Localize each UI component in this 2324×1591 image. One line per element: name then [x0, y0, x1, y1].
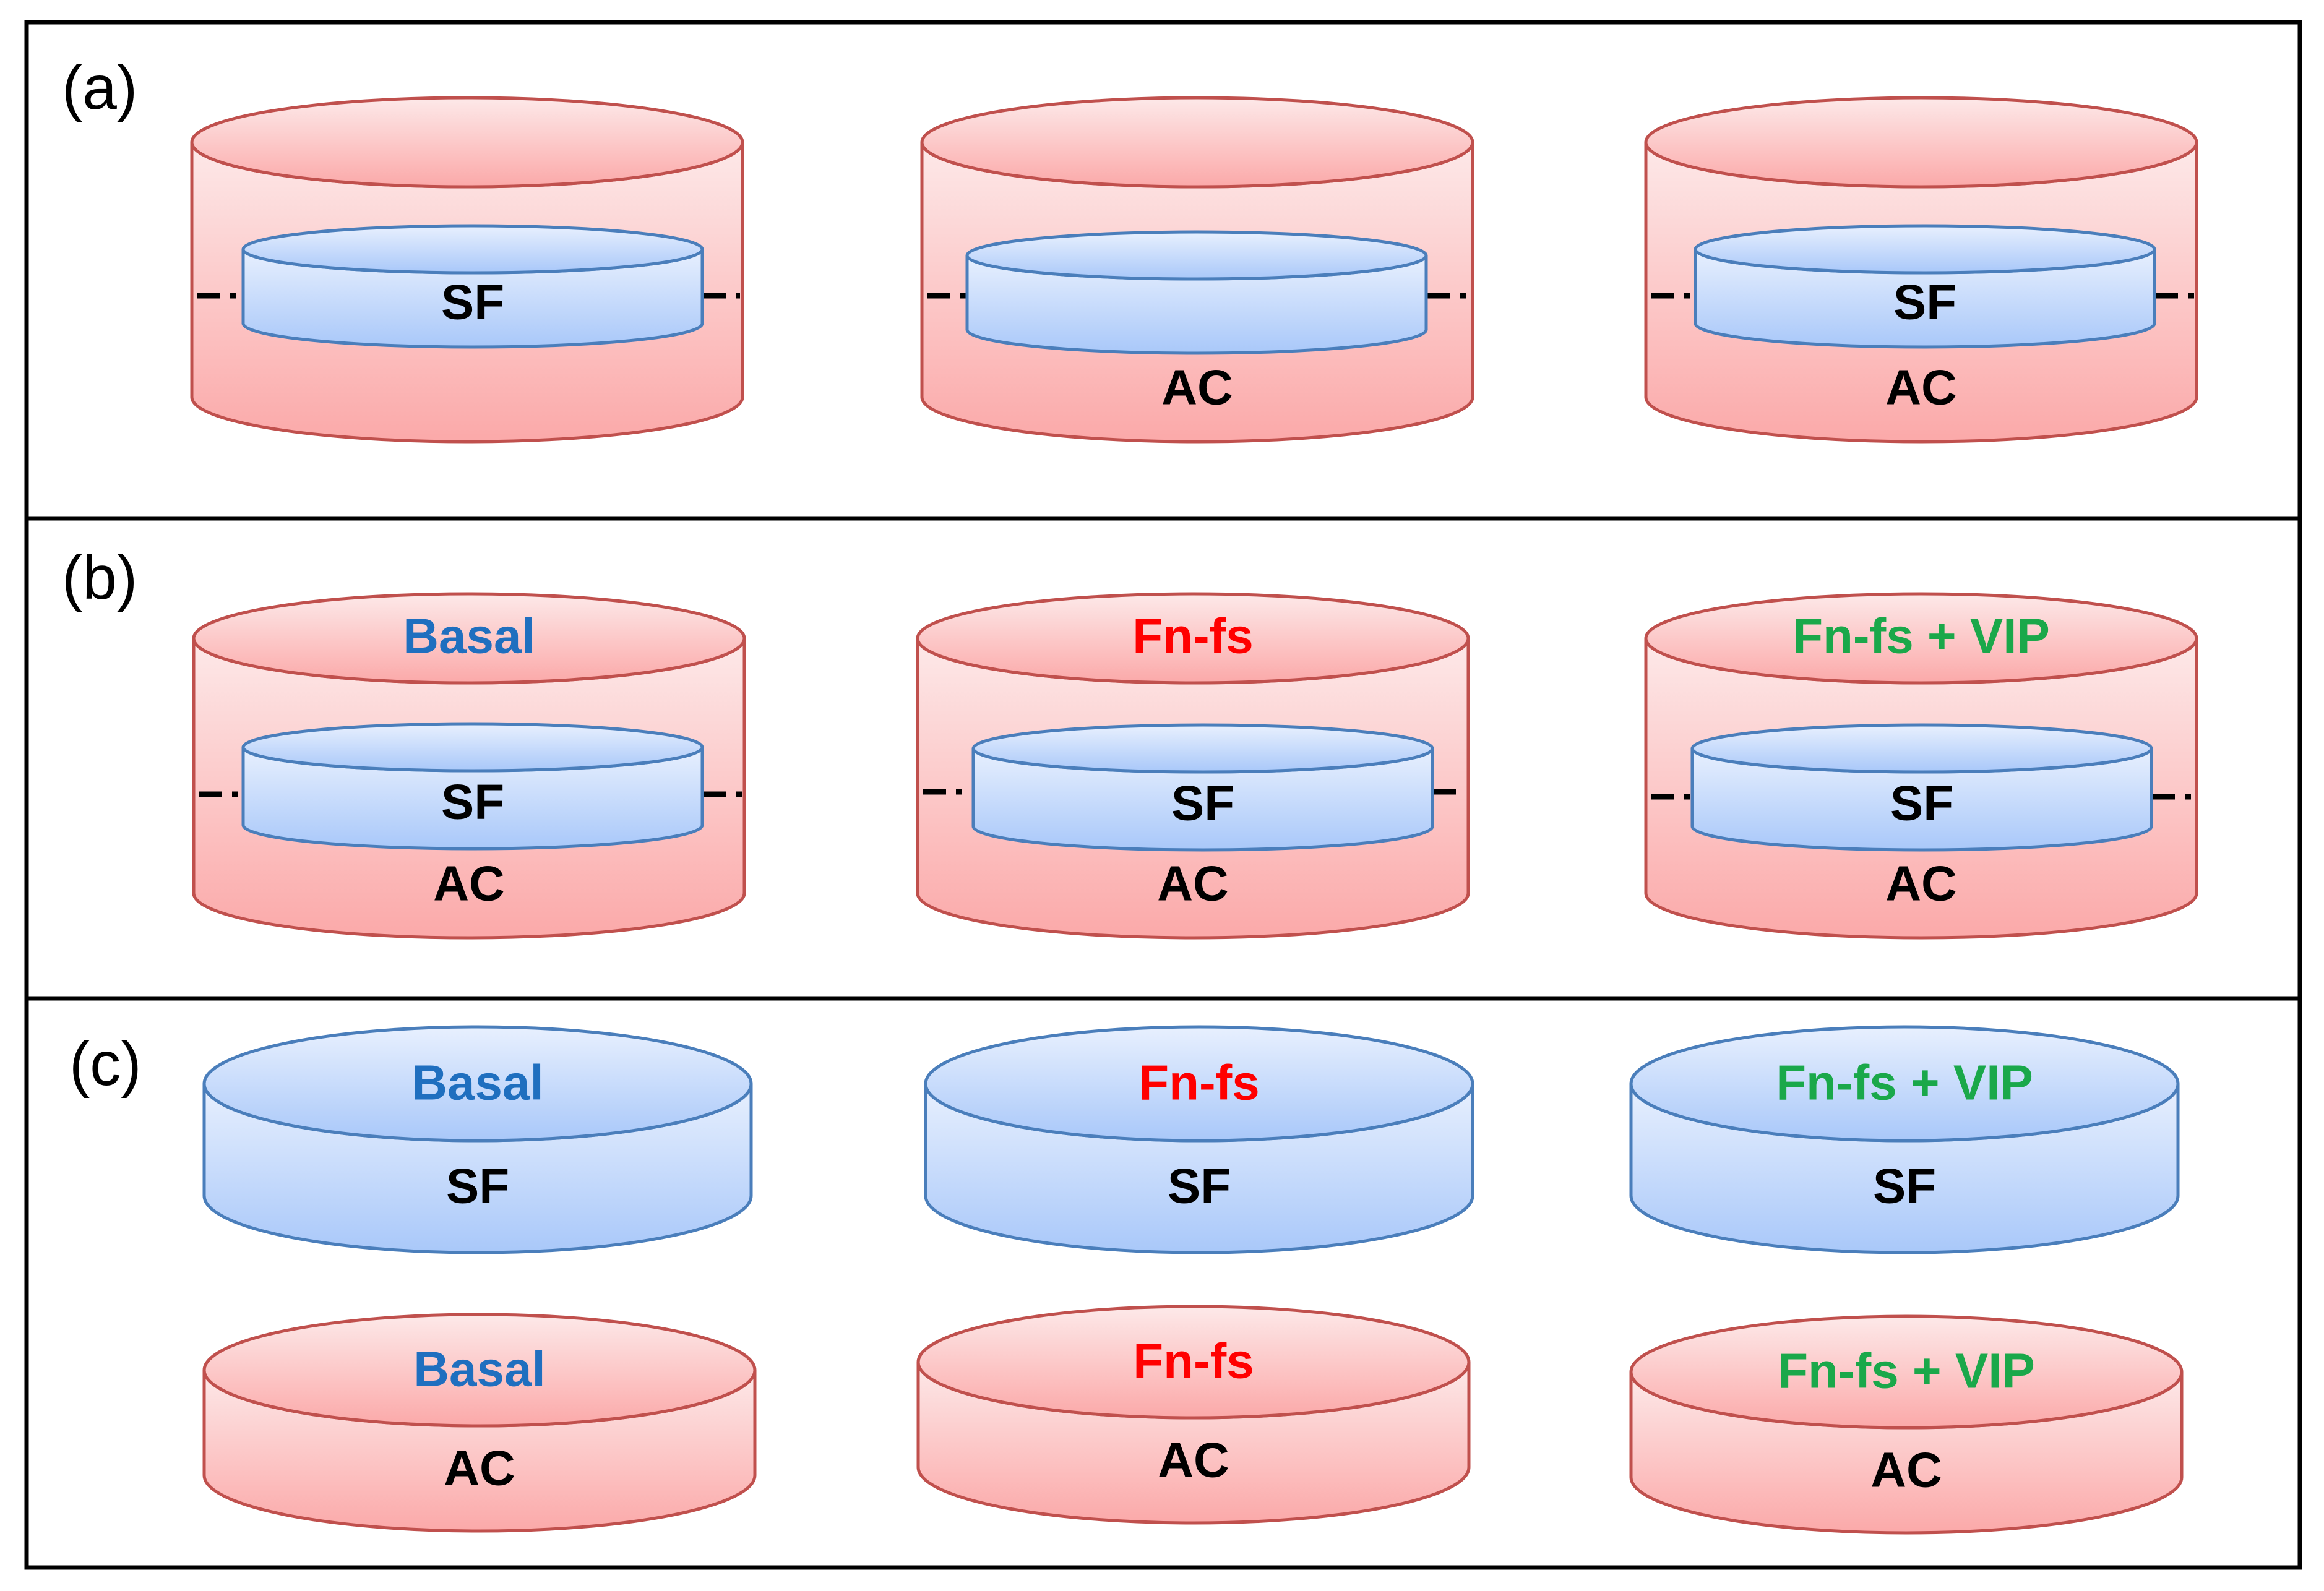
panel-a-col-1-sf-cylinder-top	[241, 224, 704, 275]
panel-b-col-3-sf-cylinder-top	[1690, 723, 2153, 774]
panel-a-col-3-sf-cylinder	[1694, 224, 2156, 349]
panel-c-col-2-ac-bottom-label: AC	[1158, 1433, 1229, 1488]
panel-b-col-3-outer-bottom-label: AC	[1885, 856, 1957, 911]
panel-c-col-3-ac-top-label: Fn-fs + VIP	[1778, 1344, 2035, 1399]
panel-b-col-2-outer-top-label: Fn-fs	[1132, 609, 1254, 664]
panel-c-col-3-ac-cylinder	[1629, 1314, 2184, 1535]
panel-c-col-1-sf-cylinder-top	[202, 1025, 753, 1143]
cylinder-shapes	[190, 96, 2198, 1535]
panel-b-col-1-inner-label: SF	[441, 774, 504, 830]
panel-c-col-2-sf-cylinder	[924, 1025, 1474, 1254]
panel-b-col-2-ac-cylinder-top	[916, 592, 1470, 685]
panel-b-col-2-sf-cylinder	[971, 723, 1434, 852]
panel-c-col-1-ac-cylinder	[202, 1313, 757, 1533]
panel-c-col-1-ac-cylinder-top	[202, 1313, 757, 1428]
panel-b-col-3-outer-top-label: Fn-fs + VIP	[1792, 609, 2050, 664]
panel-b-col-1-outer-top-label: Basal	[403, 609, 535, 664]
panel-c-col-2-ac-top-label: Fn-fs	[1133, 1334, 1254, 1389]
panel-b-col-3-inner-label: SF	[1890, 776, 1953, 831]
panel-b-col-1-outer-bottom-label: AC	[433, 856, 505, 911]
panel-b-col-1-ac-cylinder-top	[192, 592, 746, 685]
panel-label-c: (c)	[69, 1029, 142, 1099]
panel-c-col-2-sf-bottom-label: SF	[1168, 1159, 1231, 1214]
panel-c-col-3-ac-bottom-label: AC	[1870, 1443, 1942, 1498]
panel-a-col-3-sf-cylinder-top	[1694, 224, 2156, 275]
panel-a-col-2-ac-cylinder-top	[920, 96, 1474, 189]
panel-c-col-3-sf-cylinder-top	[1629, 1025, 2180, 1143]
panel-a-col-3-inner-label: SF	[1893, 275, 1956, 330]
panel-b-col-2-outer-bottom-label: AC	[1157, 856, 1229, 911]
panel-b-col-3-sf-cylinder	[1690, 723, 2153, 852]
panel-b-col-1-sf-cylinder	[241, 722, 704, 851]
panel-b-col-2-sf-cylinder-top	[971, 723, 1434, 774]
panel-a-col-3-outer-bottom-label: AC	[1885, 360, 1957, 415]
panel-a-col-2-outer-bottom-label: AC	[1161, 360, 1233, 415]
panel-c-col-3-ac-cylinder-top	[1629, 1314, 2184, 1430]
panel-c-col-1-ac-top-label: Basal	[413, 1342, 545, 1397]
panel-c-col-1-sf-cylinder	[202, 1025, 753, 1254]
panel-a-col-1-ac-cylinder-top	[190, 96, 744, 189]
panel-c-col-2-ac-cylinder	[916, 1305, 1471, 1525]
panel-a-col-1-inner-label: SF	[441, 275, 504, 330]
panel-c-col-3-sf-top-label: Fn-fs + VIP	[1776, 1055, 2033, 1110]
panel-label-b: (b)	[62, 543, 137, 612]
panel-c-col-1-sf-bottom-label: SF	[446, 1159, 509, 1214]
panel-c-col-2-sf-top-label: Fn-fs	[1138, 1055, 1260, 1110]
panel-a-col-2-sf-cylinder-top	[965, 230, 1428, 281]
panel-label-a: (a)	[62, 53, 137, 122]
panel-a-col-1-sf-cylinder	[241, 224, 704, 349]
panel-c-col-3-sf-cylinder	[1629, 1025, 2180, 1254]
panel-b-col-3-ac-cylinder-top	[1644, 592, 2198, 685]
panel-b-col-2-inner-label: SF	[1171, 776, 1234, 831]
panel-c-col-2-ac-cylinder-top	[916, 1305, 1471, 1420]
panel-b-col-1-sf-cylinder-top	[241, 722, 704, 773]
panel-c-col-1-sf-top-label: Basal	[411, 1055, 543, 1110]
panel-c-col-3-sf-bottom-label: SF	[1873, 1159, 1936, 1214]
panel-a-col-2-sf-cylinder	[965, 230, 1428, 355]
panel-c-col-2-sf-cylinder-top	[924, 1025, 1474, 1143]
panel-a-col-3-ac-cylinder-top	[1644, 96, 2198, 189]
panel-c-col-1-ac-bottom-label: AC	[444, 1441, 515, 1496]
